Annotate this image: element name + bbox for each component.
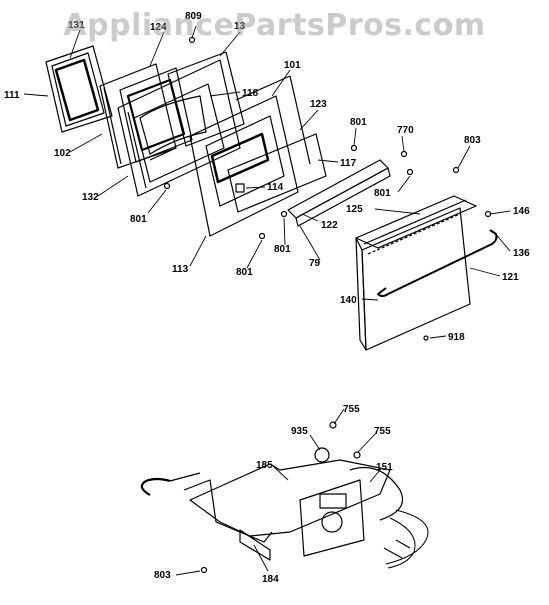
callout-755-b: 755 xyxy=(374,426,391,437)
leader-lines xyxy=(23,25,511,576)
window-glass xyxy=(227,133,327,213)
inner-door-panel xyxy=(189,75,311,237)
callout-121: 121 xyxy=(502,272,519,283)
callout-801-e: 801 xyxy=(236,267,253,278)
callout-79: 79 xyxy=(309,258,321,269)
callout-136: 136 xyxy=(513,248,530,259)
callout-755-a: 755 xyxy=(343,404,360,415)
callout-117: 117 xyxy=(340,158,357,169)
callout-146: 146 xyxy=(513,206,530,217)
door-liner xyxy=(117,59,241,197)
callout-114: 114 xyxy=(267,182,284,193)
callout-labels: 131 124 809 13 111 118 101 102 123 801 7… xyxy=(4,11,530,585)
callout-801-b: 801 xyxy=(374,188,391,199)
outer-door-panel xyxy=(45,45,113,133)
callout-801-a: 801 xyxy=(350,117,367,128)
callout-140: 140 xyxy=(340,295,357,306)
callout-935: 935 xyxy=(291,426,308,437)
door-latch-assembly xyxy=(140,421,429,574)
callout-801-c: 801 xyxy=(130,214,147,225)
callout-13: 13 xyxy=(234,21,246,32)
callout-131: 131 xyxy=(68,20,85,31)
callout-111: 111 xyxy=(4,90,20,101)
callout-122: 122 xyxy=(321,220,338,231)
callout-801-d: 801 xyxy=(274,244,291,255)
callout-770: 770 xyxy=(397,125,414,136)
callout-102: 102 xyxy=(54,148,71,159)
callout-184: 184 xyxy=(262,574,279,585)
callout-123: 123 xyxy=(310,99,327,110)
door-gasket-frame xyxy=(167,51,245,147)
callout-118: 118 xyxy=(242,88,259,99)
callout-132: 132 xyxy=(82,192,99,203)
callout-151: 151 xyxy=(376,462,393,473)
callout-124: 124 xyxy=(150,22,167,33)
callout-185: 185 xyxy=(256,460,273,471)
callout-803-a: 803 xyxy=(464,135,481,146)
callout-125: 125 xyxy=(346,204,363,215)
callout-101: 101 xyxy=(284,60,301,71)
door-handle xyxy=(377,229,498,297)
callout-918: 918 xyxy=(448,332,465,343)
callout-809: 809 xyxy=(185,11,202,22)
trim-strip xyxy=(287,159,391,227)
inner-door-frame xyxy=(119,67,193,163)
callout-113: 113 xyxy=(172,264,189,275)
callout-803-b: 803 xyxy=(154,570,171,581)
outer-door xyxy=(355,195,477,351)
